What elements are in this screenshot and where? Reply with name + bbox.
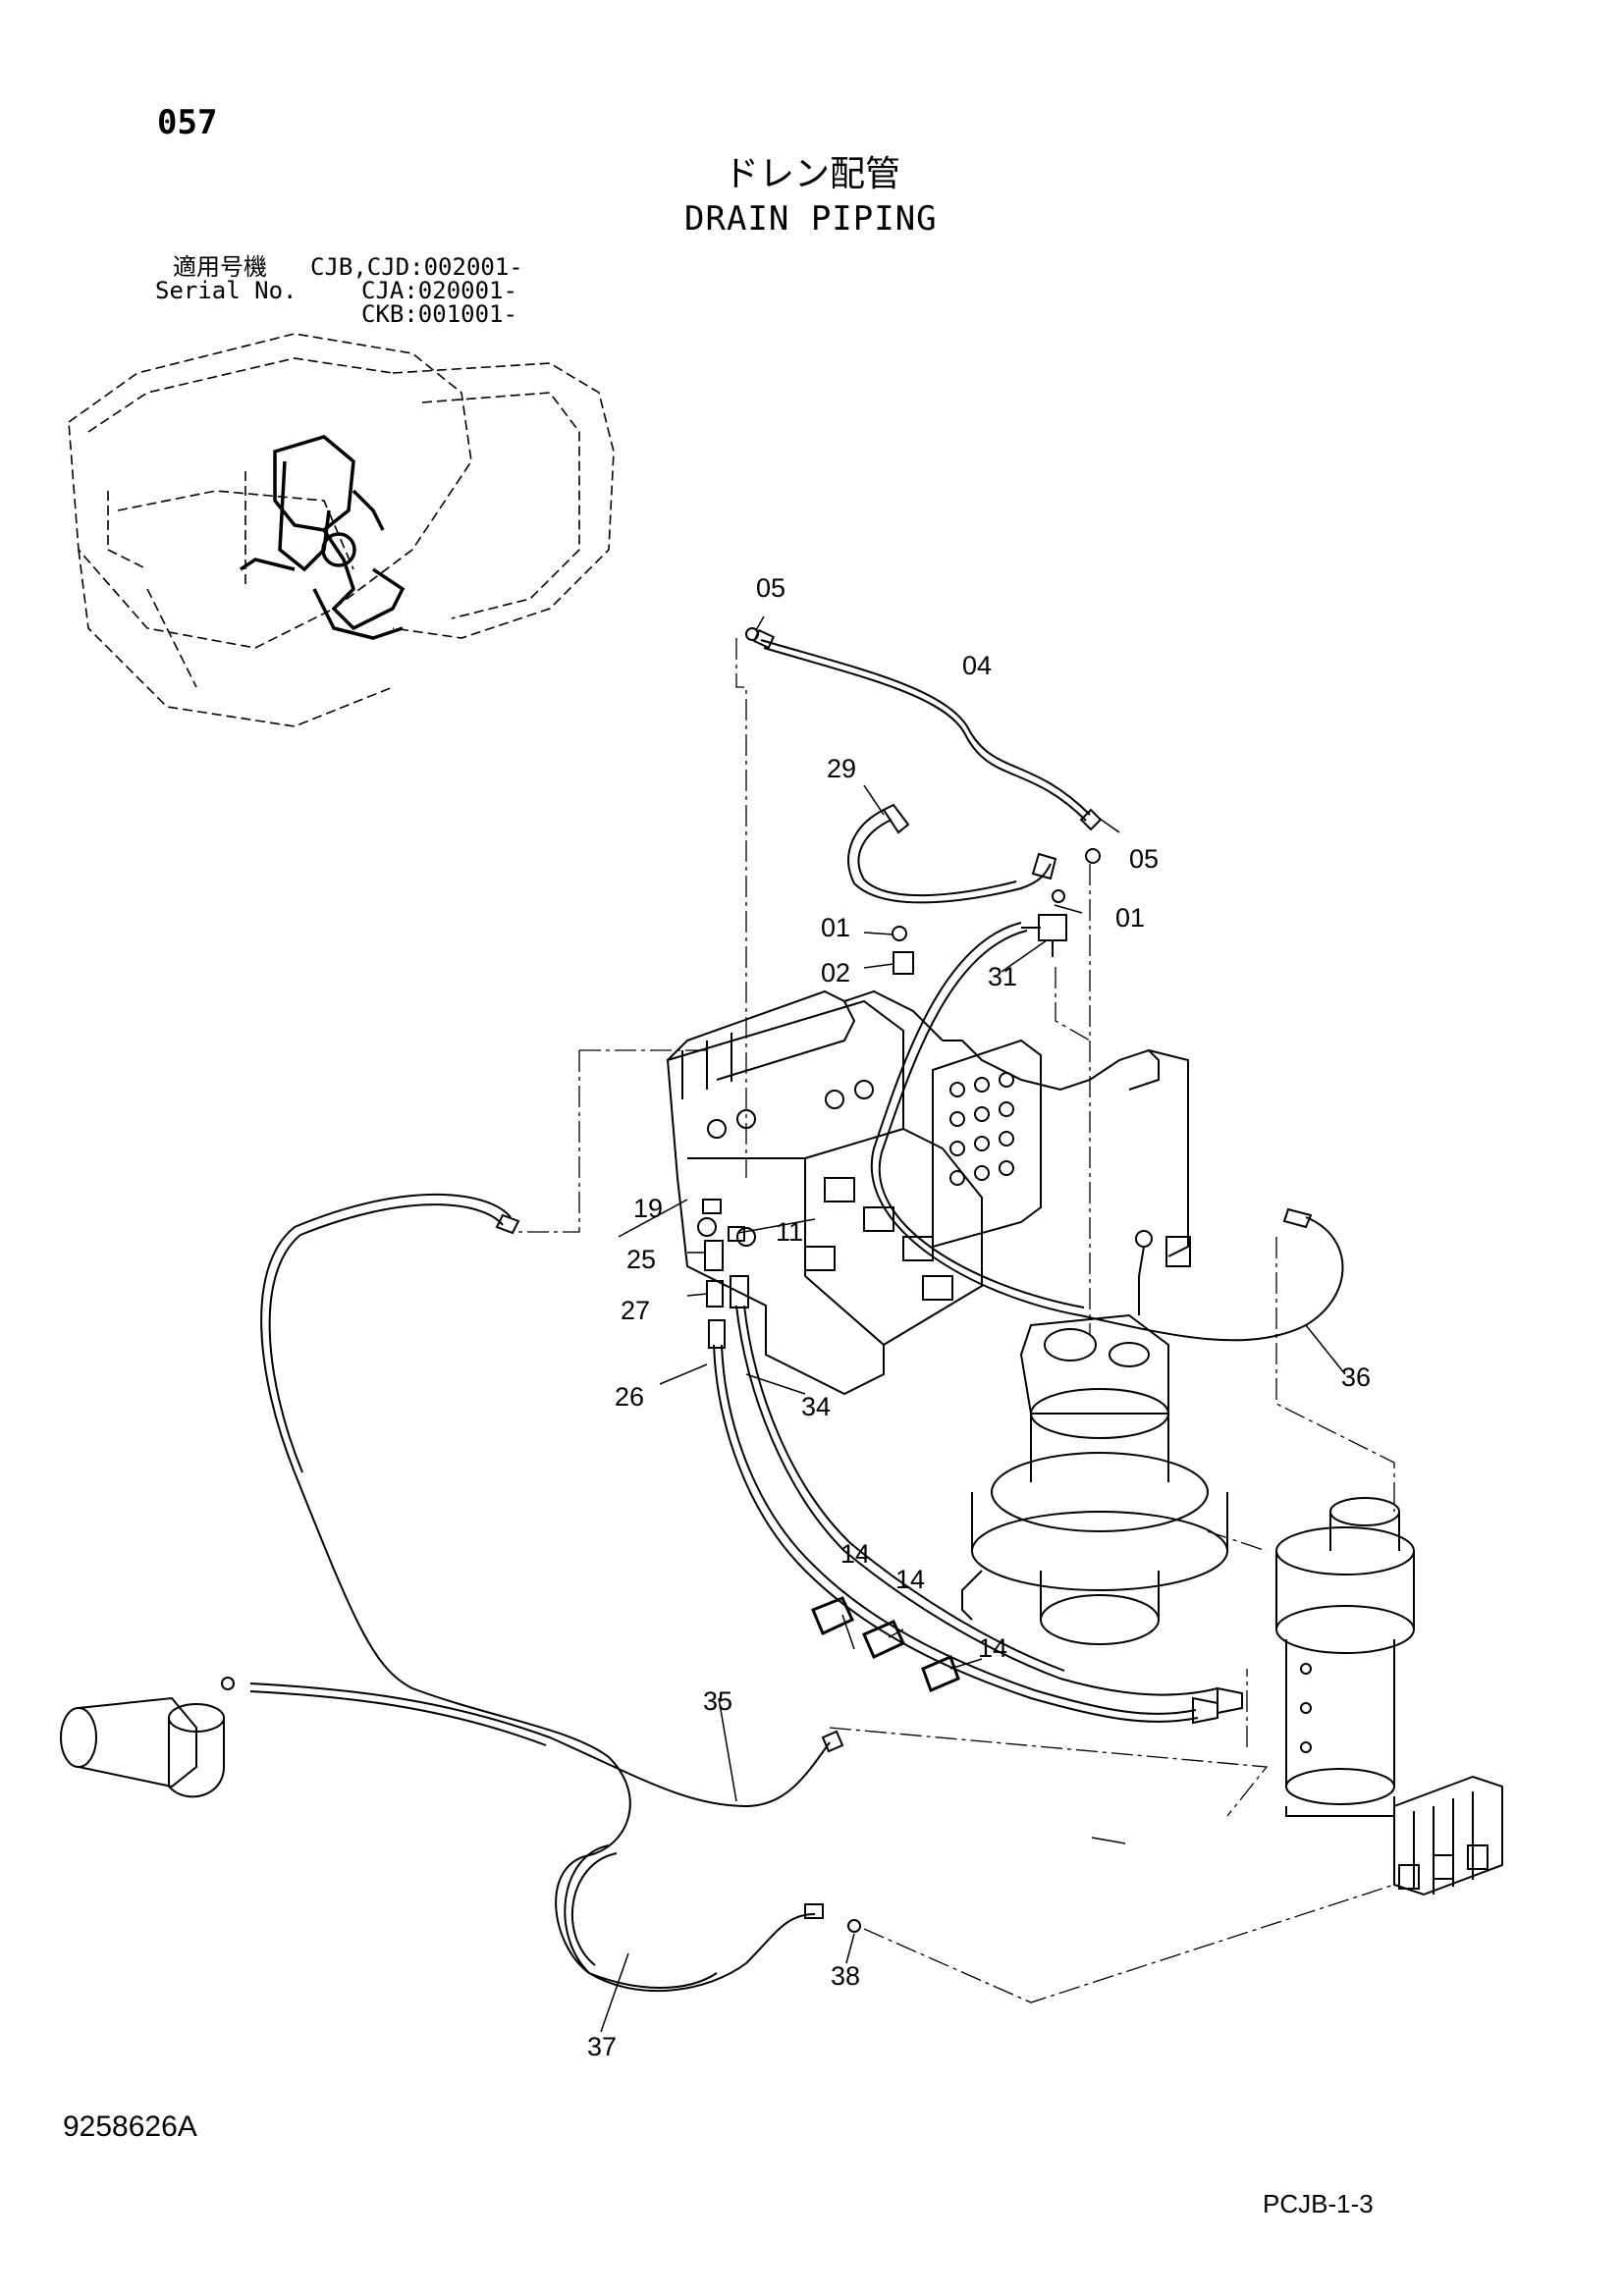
tank-port	[60, 1677, 235, 1798]
pilot-manifold	[932, 1039, 1042, 1249]
callout-36: 36	[1341, 1362, 1372, 1392]
hose-34	[730, 1275, 1243, 1725]
callout-14-a: 14	[840, 1539, 871, 1569]
machine-overview	[68, 333, 615, 727]
callout-02: 02	[821, 958, 851, 988]
hose-37	[564, 1844, 861, 1993]
serial-label-en: Serial No.	[155, 277, 298, 304]
callout-11: 11	[776, 1217, 804, 1247]
phantom-lines	[511, 638, 1395, 2003]
callout-25: 25	[626, 1245, 657, 1274]
tee-31	[1021, 914, 1067, 957]
callout-34: 34	[801, 1392, 832, 1421]
swing-motor	[961, 1230, 1228, 1645]
clamps-14	[811, 1596, 960, 1693]
callout-14-b: 14	[895, 1565, 926, 1594]
serial-range-3: CKB:001001-	[361, 300, 517, 328]
callout-14-c: 14	[978, 1633, 1008, 1663]
callout-29: 29	[827, 754, 857, 783]
serial-label-jp: 適用号機	[173, 253, 267, 281]
callout-05-top: 05	[756, 573, 786, 603]
title-japanese: ドレン配管	[724, 154, 901, 194]
leader-lines	[600, 615, 1346, 2033]
callout-31: 31	[988, 962, 1018, 991]
center-joint	[1275, 1497, 1415, 1817]
solenoid-valve-bank	[1393, 1775, 1503, 1896]
return-pipe	[667, 989, 1191, 1267]
callout-01-left: 01	[821, 913, 851, 942]
control-valve-block	[666, 999, 983, 1396]
hose-35	[249, 1682, 844, 1808]
hose-36	[870, 922, 1344, 1342]
hose-04	[745, 627, 1103, 864]
drawing-number: 9258626A	[63, 2110, 197, 2143]
page-number: 057	[157, 103, 218, 142]
serial-range-2: CJA:020001-	[361, 277, 517, 304]
callout-01-right: 01	[1115, 903, 1146, 933]
fittings-valve-left	[702, 1199, 745, 1308]
machine-overview-highlight	[240, 435, 406, 640]
callout-05-right: 05	[1129, 844, 1160, 874]
title-english: DRAIN PIPING	[684, 199, 938, 239]
hose-26	[708, 1319, 1199, 1723]
hose-29	[847, 803, 1065, 904]
serial-range-1: CJB,CJD:002001-	[310, 253, 523, 281]
callout-35: 35	[703, 1686, 733, 1716]
hose-left-return	[260, 1193, 718, 1989]
callout-37: 37	[587, 2032, 618, 2061]
callout-26: 26	[615, 1382, 645, 1412]
sheet-code: PCJB-1-3	[1263, 2189, 1374, 2218]
callout-04: 04	[962, 651, 993, 680]
callout-27: 27	[621, 1296, 651, 1325]
callout-38: 38	[831, 1961, 861, 1991]
callout-19: 19	[633, 1194, 664, 1223]
fitting-02	[892, 926, 914, 975]
